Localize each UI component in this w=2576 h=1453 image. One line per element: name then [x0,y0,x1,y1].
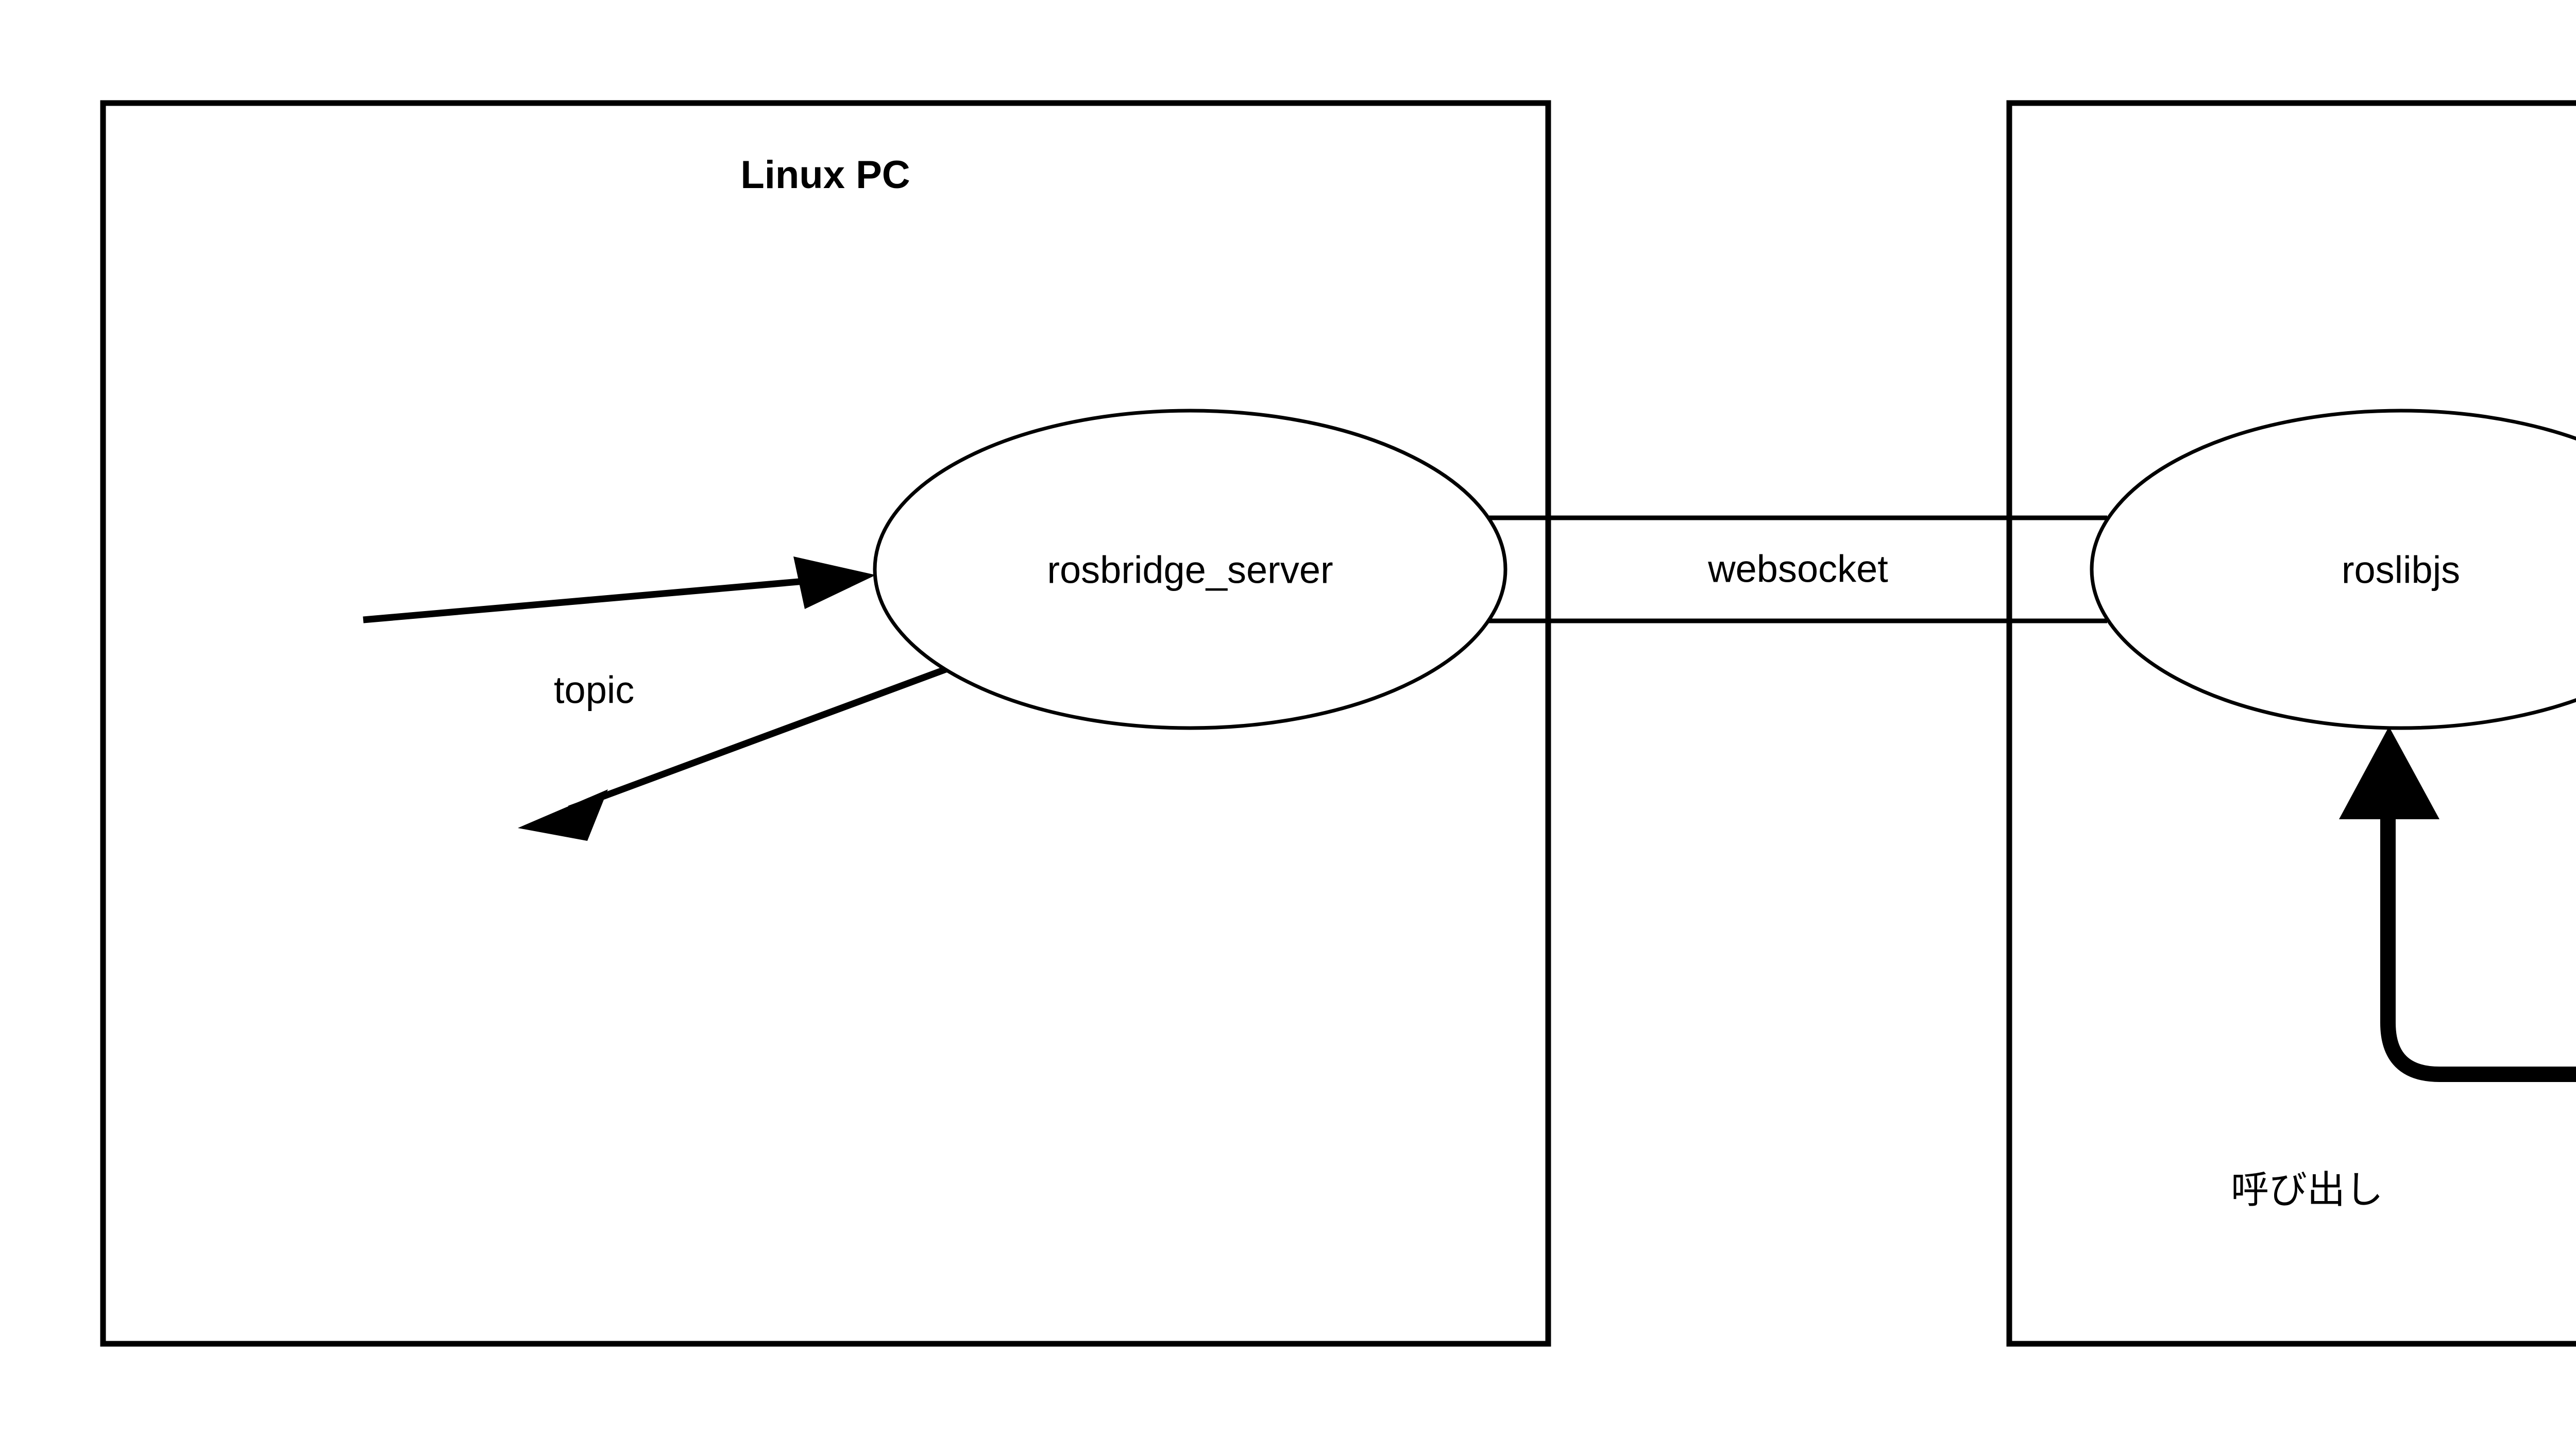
edge-label-websocket: websocket [1707,548,1888,590]
panel-linux-pc-title: Linux PC [740,153,910,197]
topic-inbound-arrowhead [793,556,876,609]
panel-linux-pc: Linux PC [100,100,1551,1347]
node-roslibjs[interactable]: roslibjs [2090,409,2576,730]
edge-topic-outbound [518,661,960,841]
panel-browser: ブラウザ [2006,100,2576,1347]
panel-browser-border [2006,100,2576,1347]
node-rosbridge-server-shape[interactable] [873,409,1507,730]
call-edge-path [2380,773,2576,1082]
topic-outbound-line [568,661,960,813]
edge-websocket: websocket [1489,515,2107,623]
topic-inbound-line [363,575,840,623]
node-rosbridge-server[interactable]: rosbridge_server [873,409,1507,730]
edge-label-call: 呼び出し [2231,1169,2383,1211]
edge-label-topic: topic [554,669,634,712]
node-roslibjs-shape[interactable] [2090,409,2576,730]
node-roslibjs-label: roslibjs [2342,549,2460,592]
edge-topic-inbound [363,556,876,623]
edge-call: 呼び出し [2231,727,2576,1211]
node-rosbridge-server-label: rosbridge_server [1047,549,1333,592]
panel-linux-pc-border [100,100,1551,1347]
call-edge-arrowhead [2339,727,2439,819]
topic-outbound-arrowhead [518,789,608,841]
